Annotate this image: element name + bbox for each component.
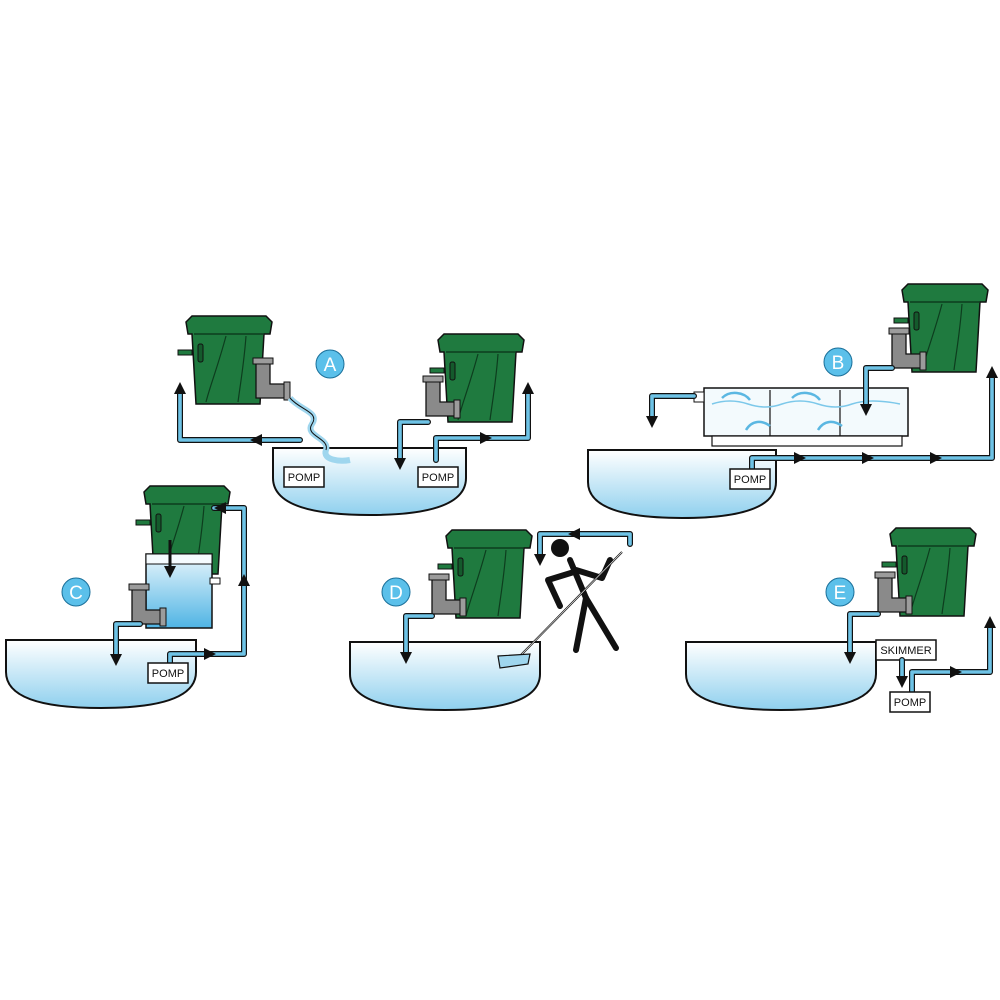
badge-e: E bbox=[825, 577, 855, 607]
pond-d bbox=[349, 641, 541, 712]
arrow-icon bbox=[522, 382, 534, 394]
arrow-icon bbox=[214, 502, 226, 514]
arrow-icon bbox=[646, 416, 658, 428]
scenario-d: D bbox=[349, 528, 633, 712]
arrow-icon bbox=[534, 554, 546, 566]
arrow-icon bbox=[174, 382, 186, 394]
scenario-a: POMP POMP A bbox=[174, 315, 534, 517]
person-icon bbox=[545, 539, 619, 653]
skimmer-label: SKIMMER bbox=[880, 645, 931, 657]
scenario-e: SKIMMER POMP E bbox=[685, 527, 996, 713]
pump-label: POMP bbox=[894, 697, 926, 709]
pump-label: POMP bbox=[422, 472, 454, 484]
pond-a bbox=[272, 447, 467, 517]
arrow-icon bbox=[400, 652, 412, 664]
arrow-icon bbox=[238, 574, 250, 586]
badge-letter: B bbox=[832, 353, 845, 374]
pipe-elbow-icon bbox=[252, 357, 291, 401]
arrow-icon bbox=[164, 566, 176, 578]
arrow-icon bbox=[930, 452, 942, 464]
pond-vacuum-icon bbox=[497, 551, 623, 669]
arrow-icon bbox=[250, 434, 262, 446]
pump-icon: POMP bbox=[729, 468, 771, 490]
skimmer-box: SKIMMER bbox=[875, 639, 937, 661]
pump-label: POMP bbox=[734, 474, 766, 486]
pump-label: POMP bbox=[288, 472, 320, 484]
arrow-icon bbox=[568, 528, 580, 540]
pump-icon: POMP bbox=[147, 662, 189, 684]
badge-c: C bbox=[61, 577, 91, 607]
arrow-icon bbox=[480, 432, 492, 444]
arrow-icon bbox=[984, 616, 996, 628]
pump-label: POMP bbox=[152, 668, 184, 680]
arrow-icon bbox=[794, 452, 806, 464]
badge-b: B bbox=[823, 347, 853, 377]
badge-d: D bbox=[381, 577, 411, 607]
badge-letter: A bbox=[324, 355, 337, 376]
pump-icon: POMP bbox=[417, 466, 459, 488]
arrow-icon bbox=[860, 404, 872, 416]
pump-icon: POMP bbox=[283, 466, 325, 488]
settling-tank bbox=[693, 387, 909, 447]
arrow-icon bbox=[844, 652, 856, 664]
scenario-c: POMP C bbox=[5, 485, 250, 710]
arrow-icon bbox=[950, 666, 962, 678]
arrow-icon bbox=[862, 452, 874, 464]
badge-letter: D bbox=[389, 583, 403, 604]
pond-b bbox=[587, 449, 777, 520]
arrow-icon bbox=[986, 366, 998, 378]
badge-a: A bbox=[315, 349, 345, 379]
pond-c bbox=[5, 639, 197, 710]
scenario-b: POMP B bbox=[587, 283, 998, 520]
pond-e bbox=[685, 641, 877, 712]
arrow-icon bbox=[394, 458, 406, 470]
pump-icon: POMP bbox=[889, 691, 931, 713]
arrow-icon bbox=[896, 676, 908, 688]
badge-letter: E bbox=[834, 583, 847, 604]
arrow-icon bbox=[204, 648, 216, 660]
arrow-icon bbox=[110, 654, 122, 666]
badge-letter: C bbox=[69, 583, 83, 604]
